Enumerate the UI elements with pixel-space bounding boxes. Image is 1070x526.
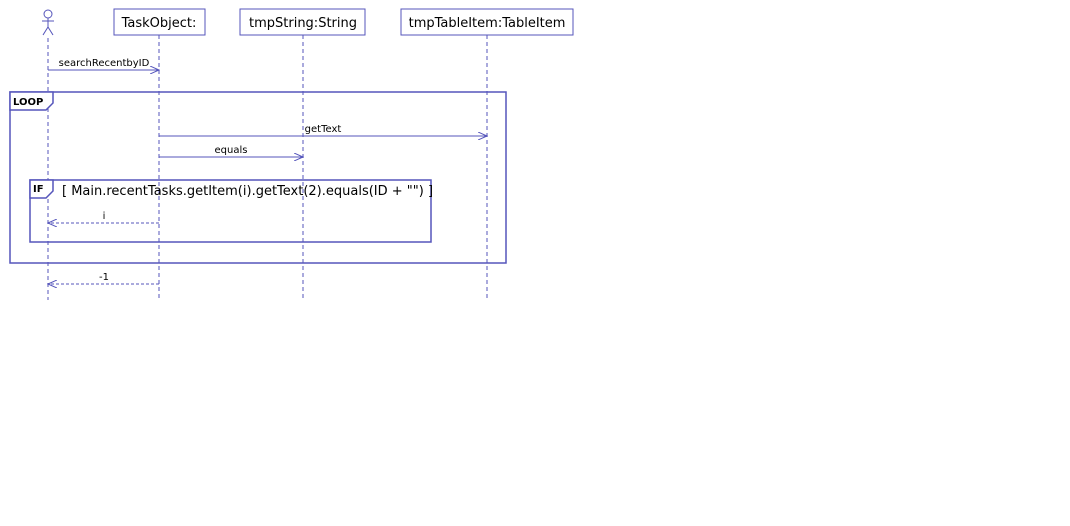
if-keyword: IF — [33, 184, 44, 195]
message-return-i: i — [48, 211, 159, 223]
message-searchRecentbyID: searchRecentbyID — [48, 58, 159, 70]
loop-frame: LOOP — [9, 91, 507, 264]
message-label: -1 — [99, 272, 109, 283]
message-return-minus1: -1 — [48, 272, 159, 284]
participant-label: TaskObject: — [121, 16, 197, 31]
loop-keyword: LOOP — [13, 97, 43, 108]
participant-taskobject: TaskObject: — [113, 8, 206, 36]
lifelines — [47, 35, 488, 300]
actor-icon — [42, 9, 54, 36]
if-frame: IF [ Main.recentTasks.getItem(i).getText… — [29, 179, 433, 243]
message-equals: equals — [159, 145, 303, 157]
participant-tmpstring: tmpString:String — [239, 8, 366, 36]
message-label: equals — [215, 145, 248, 156]
participant-label: tmpTableItem:TableItem — [409, 16, 566, 31]
message-label: searchRecentbyID — [59, 58, 150, 69]
message-getText: getText — [159, 124, 487, 136]
message-label: getText — [305, 124, 342, 135]
participant-label: tmpString:String — [249, 16, 357, 31]
if-guard: [ Main.recentTasks.getItem(i).getText(2)… — [62, 184, 433, 199]
message-label: i — [103, 211, 106, 222]
participant-tmptableitem: tmpTableItem:TableItem — [400, 8, 574, 36]
